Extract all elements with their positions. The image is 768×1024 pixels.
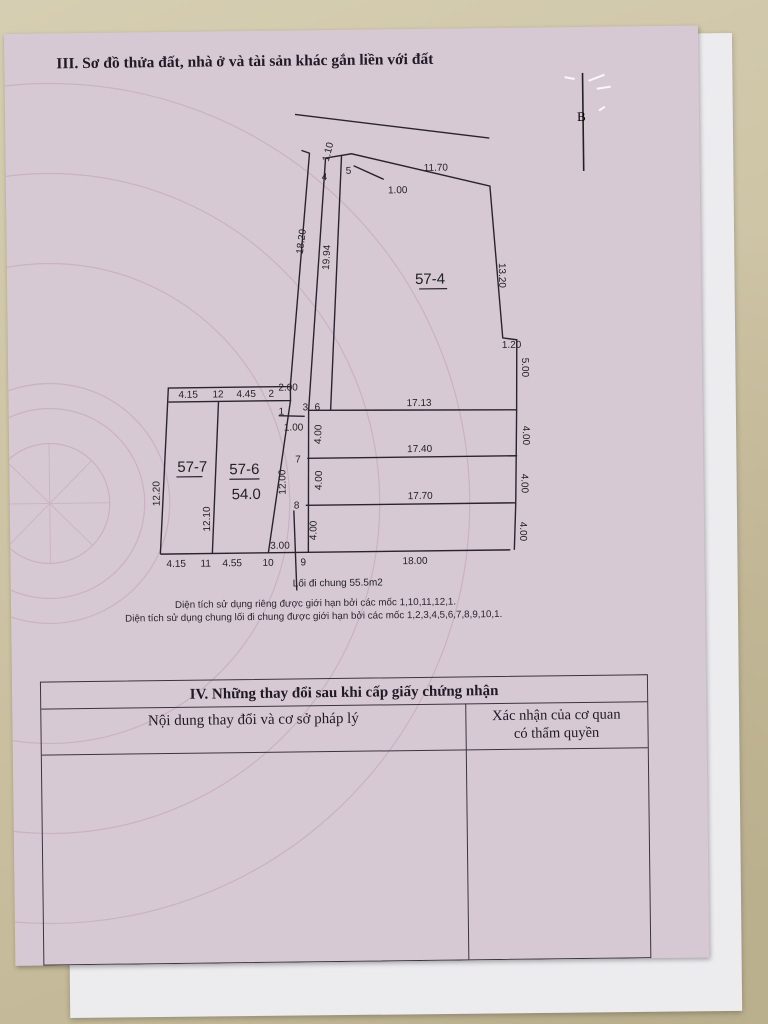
point-5: 5 bbox=[346, 166, 352, 177]
dim-right-step: 1.20 bbox=[502, 340, 522, 351]
drum-watermark bbox=[4, 82, 471, 925]
changes-col-confirmation: Xác nhận của cơ quan có thẩm quyền bbox=[466, 701, 646, 743]
dim-bottom-c: 3.00 bbox=[270, 541, 290, 552]
dim-left-top-b: 4.45 bbox=[236, 389, 256, 400]
point-10: 10 bbox=[262, 558, 274, 569]
point-8: 8 bbox=[294, 500, 300, 511]
dim-left-side: 12.20 bbox=[151, 481, 162, 507]
north-arrow-icon: B bbox=[564, 72, 611, 171]
point-6: 6 bbox=[315, 402, 321, 413]
point-12: 12 bbox=[212, 389, 224, 400]
parcel-label-57-6: 57-6 bbox=[229, 461, 259, 478]
certificate-page: III. Sơ đồ thửa đất, nhà ở và tài sản kh… bbox=[4, 25, 710, 966]
dim-right-upper: 13.20 bbox=[496, 263, 507, 289]
parcel-plan: 57-4 57-7 57-6 54.0 1.10 11.70 1.00 13.2… bbox=[151, 113, 531, 591]
dim-right-b: 4.00 bbox=[520, 426, 531, 446]
dim-bottom-long: 18.00 bbox=[402, 556, 428, 567]
dim-lot-row-1: 17.13 bbox=[406, 398, 432, 409]
changes-rule-header bbox=[41, 747, 648, 756]
common-path-label: Lối đi chung 55.5m2 bbox=[293, 576, 384, 589]
dim-lot-row-3: 17.70 bbox=[408, 491, 434, 502]
dim-lot-row-2: 17.40 bbox=[407, 444, 433, 455]
dim-top-long: 11.70 bbox=[424, 163, 449, 174]
parcel-area-57-6: 54.0 bbox=[232, 486, 261, 503]
dim-strip-4a: 4.00 bbox=[313, 424, 324, 444]
point-7: 7 bbox=[295, 454, 301, 465]
dim-right-d: 4.00 bbox=[517, 522, 528, 542]
dim-inner-top: 1.00 bbox=[388, 185, 408, 196]
changes-col-content: Nội dung thay đổi và cơ sở pháp lý bbox=[147, 710, 359, 730]
dim-mid-right: 12.00 bbox=[277, 469, 288, 495]
dim-corner-1: 1.00 bbox=[284, 422, 304, 433]
dim-left-strip-outer: 18.20 bbox=[295, 228, 309, 255]
point-9: 9 bbox=[300, 557, 306, 568]
dim-left-strip-inner: 19.94 bbox=[321, 244, 333, 270]
dim-bottom-b: 4.55 bbox=[222, 558, 242, 569]
changes-col-confirmation-line2: có thẩm quyền bbox=[513, 724, 600, 742]
dim-strip-4c: 4.00 bbox=[308, 520, 319, 540]
compass-label: B bbox=[577, 109, 586, 124]
changes-col-confirmation-line1: Xác nhận của cơ quan bbox=[492, 706, 621, 725]
point-11: 11 bbox=[200, 559, 211, 570]
parcel-label-57-4: 57-4 bbox=[415, 271, 445, 288]
dim-left-top-a: 4.15 bbox=[178, 390, 198, 401]
point-4: 4 bbox=[322, 172, 328, 183]
point-2: 2 bbox=[268, 389, 274, 400]
point-3: 3 bbox=[303, 402, 309, 413]
dim-top-short: 1.10 bbox=[321, 141, 337, 163]
changes-table: IV. Những thay đổi sau khi cấp giấy chứn… bbox=[39, 674, 652, 966]
dim-step-2: 2.00 bbox=[278, 382, 298, 393]
dim-bottom-a: 4.15 bbox=[166, 559, 186, 570]
dim-right-a: 5.00 bbox=[519, 358, 530, 378]
point-1: 1 bbox=[279, 407, 285, 418]
parcel-label-57-7: 57-7 bbox=[177, 459, 207, 476]
dim-strip-4b: 4.00 bbox=[314, 470, 325, 490]
dim-right-c: 4.00 bbox=[518, 474, 529, 494]
dim-mid-side: 12.10 bbox=[202, 506, 213, 532]
